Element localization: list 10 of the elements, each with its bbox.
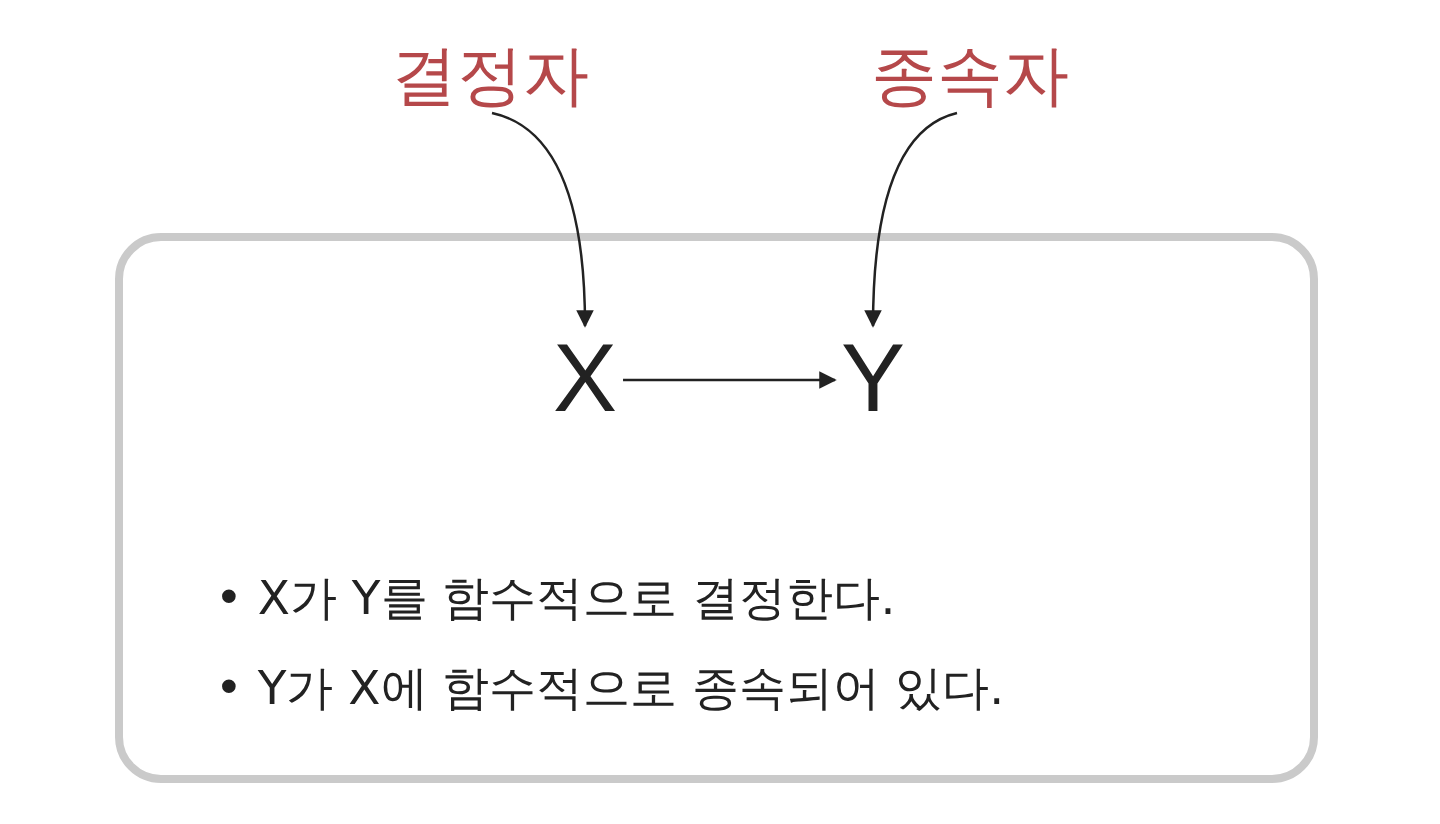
term-label: 종속자 [871, 43, 1069, 109]
variable-label: X [553, 330, 618, 426]
rounded-box [115, 233, 1318, 783]
bullet-text: • Y가 X에 함수적으로 종속되어 있다. [215, 659, 1005, 717]
bullet-text: • X가 Y를 함수적으로 결정한다. [215, 569, 897, 627]
term-label: 결정자 [391, 43, 589, 109]
curved-arrow [491, 111, 594, 328]
variable-label: Y [841, 330, 906, 426]
arrow [623, 371, 837, 389]
curved-arrow [864, 111, 958, 328]
